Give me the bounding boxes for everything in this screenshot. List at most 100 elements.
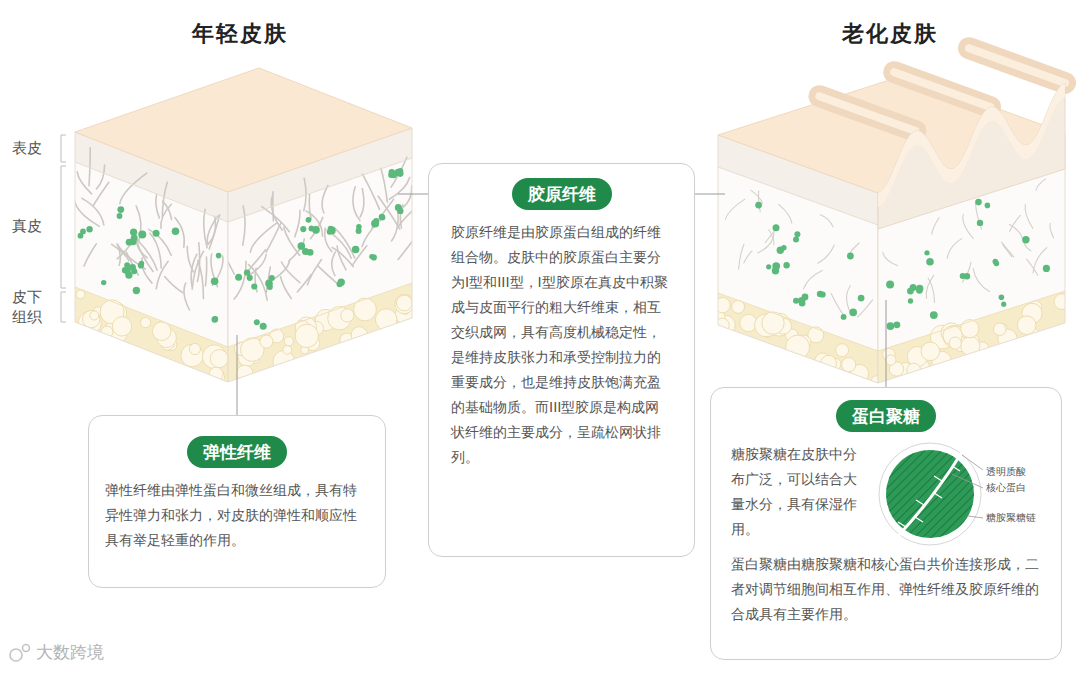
collagen-fiber [751, 190, 763, 203]
hyaluronic-strand [898, 452, 962, 536]
collagen-fiber [89, 148, 90, 186]
collagen-fiber [1027, 259, 1038, 275]
proteoglycan-dot [847, 253, 854, 260]
collagen-fiber [352, 246, 367, 266]
proteoglycan-dot [391, 172, 397, 178]
collagen-fiber [804, 270, 823, 288]
proteoglycan-dot [371, 219, 379, 227]
proteoglycan-dot [138, 230, 146, 238]
proteoglycan-dot [379, 215, 385, 221]
collagen-fiber [404, 186, 412, 207]
wrinkle-ridge [969, 48, 1065, 83]
collagen-fiber [234, 261, 246, 299]
collagen-fiber [398, 227, 421, 259]
panel-title: 老化皮肤 [790, 20, 990, 48]
layer-boundary [228, 283, 412, 347]
proteoglycan-dot [379, 214, 385, 220]
proteoglycan-dot [117, 206, 124, 213]
fat-cell [993, 323, 1006, 336]
collagen-fiber [206, 257, 207, 286]
fat-cell [90, 311, 99, 320]
collagen-fiber [191, 254, 197, 287]
proteoglycan-dot [371, 254, 377, 260]
section-text: 弹性纤维由弹性蛋白和微丝组成，具有特异性弹力和张力，对皮肤的弹性和顺应性具有举足… [105, 478, 369, 553]
fat-cell [1017, 316, 1036, 335]
fat-cell [961, 336, 980, 355]
proteoglycan-dot [353, 246, 359, 252]
watermark-icon [10, 645, 30, 662]
proteoglycan-dot [975, 199, 982, 206]
proteoglycan-dot [212, 316, 218, 322]
collagen-fiber [858, 300, 873, 317]
collagen-fiber [758, 233, 774, 253]
collagen-fiber [362, 219, 381, 246]
fat-cell [836, 344, 849, 357]
proteoglycan-dot [924, 250, 929, 255]
section-heading: 弹性纤维 [187, 436, 287, 468]
proteoglycan-dot [930, 311, 938, 319]
layer-boundary [75, 287, 228, 347]
proteoglycan-dot [999, 294, 1005, 300]
fat-cell [886, 355, 896, 365]
proteoglycan-dot [841, 314, 847, 320]
proteoglycan-dot [793, 298, 799, 304]
proteoglycan-dot [777, 247, 784, 254]
collagen-fiber [75, 201, 100, 226]
layer-label: 真皮 [12, 217, 42, 236]
collagen-fiber [249, 265, 268, 301]
proteoglycan-dot [395, 204, 402, 211]
fat-cell [341, 309, 354, 322]
collagen-fiber [947, 239, 962, 259]
proteoglycan-dot [139, 261, 144, 266]
subcutaneous-layer [228, 283, 412, 382]
collagen-fiber [309, 194, 311, 219]
collagen-fiber [820, 215, 833, 227]
collagen-fiber [156, 195, 160, 218]
collagen-fiber [818, 245, 835, 263]
proteoglycan-dot [817, 291, 824, 298]
watermark-icon [10, 649, 22, 661]
proteoglycan-dot [926, 258, 934, 266]
part-label: 糖胺聚糖链 [986, 511, 1036, 524]
proteoglycan-dot [309, 226, 315, 232]
proteoglycan-dot [1001, 302, 1006, 307]
collagen-fiber [363, 174, 380, 209]
wrinkle-ridge [819, 96, 915, 131]
collagen-fiber [243, 206, 245, 245]
fat-cell [921, 342, 940, 361]
leader-line [237, 335, 238, 415]
fat-cell [949, 337, 961, 349]
fat-cell [181, 344, 204, 367]
fat-cell [396, 295, 412, 311]
proteoglycan-dot [352, 246, 360, 254]
proteoglycan-dot [211, 278, 219, 286]
proteoglycan-dot [916, 287, 923, 294]
proteoglycan-dot [244, 269, 250, 275]
glycan-chains [886, 450, 974, 538]
fat-cell [152, 322, 171, 341]
collagen-fiber [332, 252, 336, 276]
collagen-fiber [137, 240, 148, 258]
collagen-fiber [184, 283, 189, 310]
subcutaneous-layer [718, 293, 878, 383]
leader-line [398, 194, 428, 195]
proteoglycan-dot [985, 203, 991, 209]
proteoglycan-dot [133, 287, 140, 294]
proteoglycan-dot [766, 264, 771, 269]
collagen-fiber [831, 293, 845, 317]
fat-cell [786, 335, 810, 359]
collagen-fiber [322, 186, 328, 214]
collagen-fiber [250, 255, 266, 275]
proteoglycan-dot [887, 322, 895, 330]
layer-bracket [61, 135, 66, 322]
panel-title: 年轻皮肤 [140, 20, 340, 48]
proteoglycan-dot [773, 224, 780, 231]
collagen-fiber [847, 286, 851, 314]
collagen-fiber [82, 198, 104, 224]
collagen-fiber [883, 252, 898, 265]
collagen-fiber [769, 230, 774, 245]
proteoglycan-dot [216, 253, 222, 259]
proteoglycan-dot [131, 268, 137, 274]
collagen-fiber [163, 201, 172, 219]
collagen-fiber [289, 239, 304, 261]
